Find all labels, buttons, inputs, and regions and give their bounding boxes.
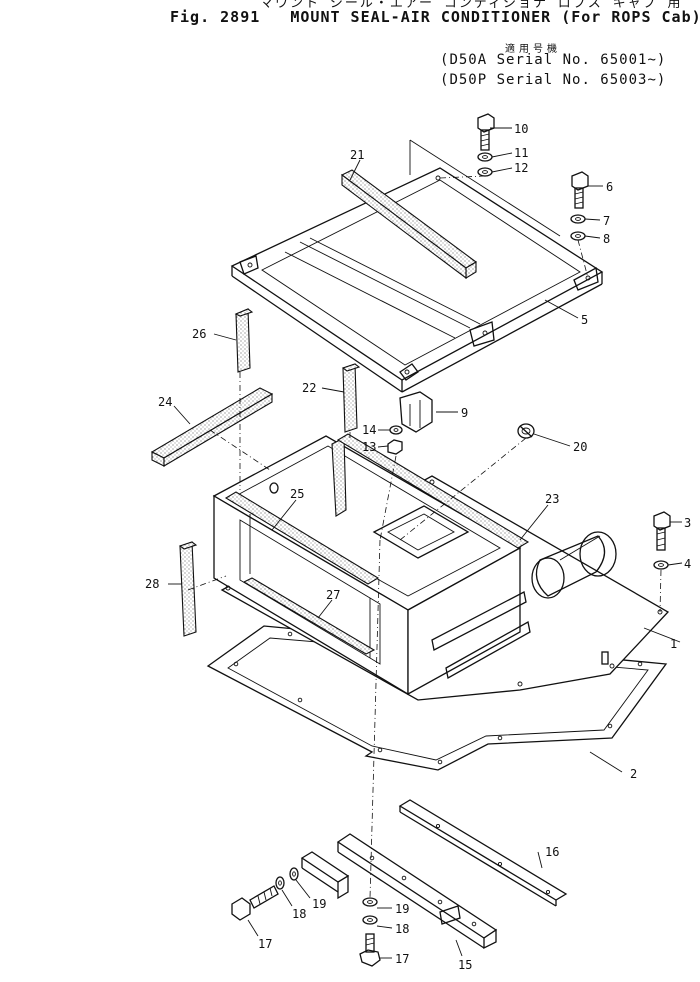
callout-9: 9 — [461, 406, 468, 420]
washer-part-18-left — [275, 876, 285, 890]
applicability-label: 適用号機 — [505, 44, 561, 55]
washer-part-19-lower — [362, 897, 378, 907]
serial-line-1-text: D50A Serial No. 65001~ — [449, 52, 657, 68]
callout-4: 4 — [684, 557, 691, 571]
callout-25: 25 — [290, 487, 304, 501]
callout-10: 10 — [514, 122, 528, 136]
callout-8: 8 — [603, 232, 610, 246]
callout-19-left: 19 — [312, 897, 326, 911]
washer-part-7 — [570, 214, 586, 224]
plug-part-20 — [517, 423, 535, 439]
washer-part-11 — [477, 152, 493, 162]
callout-13: 13 — [362, 440, 376, 454]
serial-line-1: (D50A Serial No. 65001~) — [440, 52, 667, 68]
seal-block-part-22 — [341, 363, 361, 433]
figure-number: Fig. 2891 — [170, 8, 261, 26]
callout-20: 20 — [573, 440, 587, 454]
callout-5: 5 — [581, 313, 588, 327]
callout-19-lower: 19 — [395, 902, 409, 916]
seal-block-part-28 — [178, 541, 198, 637]
callout-3: 3 — [684, 516, 691, 530]
serial-line-2: (D50P Serial No. 65003~) — [440, 72, 667, 88]
serial-line-2-text: D50P Serial No. 65003~ — [449, 72, 657, 88]
air-conditioner-base-part-1 — [212, 433, 670, 701]
callout-7: 7 — [603, 214, 610, 228]
seal-strip-part-24 — [150, 387, 274, 467]
callout-12: 12 — [514, 161, 528, 175]
bolt-part-17-lower — [359, 933, 381, 967]
washer-part-18-lower — [362, 915, 378, 925]
strip-part-16 — [398, 799, 568, 907]
callout-24: 24 — [158, 395, 172, 409]
callout-21: 21 — [350, 148, 364, 162]
small-clip — [300, 851, 350, 900]
callout-17-lower: 17 — [395, 952, 409, 966]
callout-27: 27 — [326, 588, 340, 602]
bolt-part-10 — [477, 113, 495, 151]
bolt-part-17-left — [231, 885, 279, 921]
japanese-title: マウント シール・エアー コンディショナ ロプス キャブ 用 — [260, 0, 683, 11]
callout-11: 11 — [514, 146, 528, 160]
callout-23: 23 — [545, 492, 559, 506]
callout-17-left: 17 — [258, 937, 272, 951]
callout-1: 1 — [670, 637, 677, 651]
bolt-part-3 — [653, 511, 671, 551]
washer-part-8 — [570, 231, 586, 241]
washer-part-12 — [477, 167, 493, 177]
callout-26: 26 — [192, 327, 206, 341]
washer-part-14 — [389, 425, 403, 435]
nut-part-13 — [387, 439, 403, 455]
callout-18-left: 18 — [292, 907, 306, 921]
upper-frame-part-5 — [230, 139, 604, 393]
callout-numbers: 1 2 3 4 5 6 7 8 9 10 11 12 13 14 15 16 1… — [145, 122, 691, 972]
callout-22: 22 — [302, 381, 316, 395]
callout-6: 6 — [606, 180, 613, 194]
callout-18-lower: 18 — [395, 922, 409, 936]
bracket-part-9 — [399, 391, 433, 433]
washer-part-19-left — [289, 867, 299, 881]
figure-caption: MOUNT SEAL-AIR CONDITIONER (For ROPS Cab… — [290, 8, 700, 26]
callout-16: 16 — [545, 845, 559, 859]
callout-14: 14 — [362, 423, 376, 437]
seal-strip-part-21 — [340, 169, 477, 280]
callout-2: 2 — [630, 767, 637, 781]
bolt-part-6 — [571, 171, 589, 209]
figure-title: Fig. 2891 MOUNT SEAL-AIR CONDITIONER (Fo… — [170, 8, 700, 26]
washer-part-4 — [653, 560, 669, 570]
leader-lines — [168, 127, 683, 959]
assembly-centerlines — [187, 175, 662, 899]
bracket-part-15 — [336, 833, 498, 950]
seal-block-part-26 — [234, 308, 254, 373]
callout-28: 28 — [145, 577, 159, 591]
callout-15: 15 — [458, 958, 472, 972]
